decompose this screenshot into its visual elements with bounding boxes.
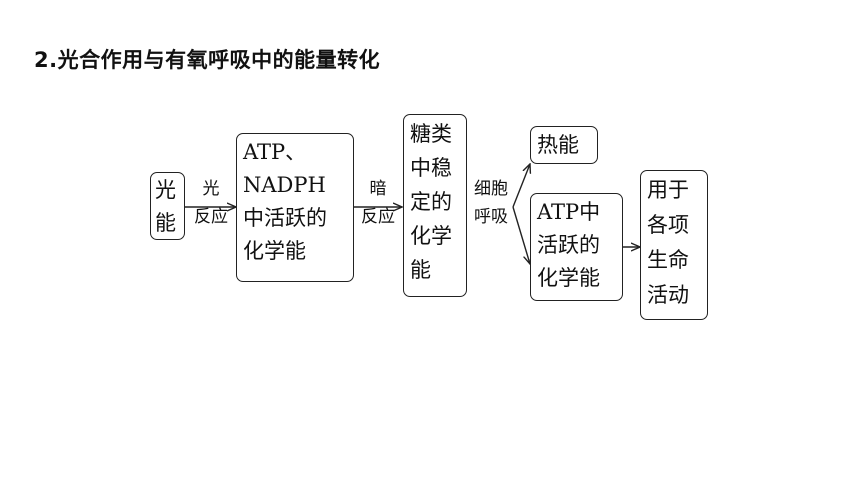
arrow-to-atp (512, 206, 530, 264)
arrow-to-heat (512, 164, 530, 208)
dark-reaction-label: 暗 反应 (361, 179, 395, 227)
atp-active-box: ATP中 活跃的 化学能 (530, 193, 623, 301)
light-reaction-label: 光 反应 (194, 179, 228, 227)
cell-respiration-label: 细胞 呼吸 (474, 179, 508, 227)
life-activities-box: 用于 各项 生命 活动 (640, 170, 708, 320)
atp-nadph-box: ATP、 NADPH 中活跃的 化学能 (236, 133, 354, 282)
heat-box: 热能 (530, 126, 598, 164)
light-energy-box: 光 能 (150, 172, 185, 240)
sugar-box: 糖类 中稳 定的 化学 能 (403, 114, 467, 297)
page-title: 2.光合作用与有氧呼吸中的能量转化 (34, 48, 381, 72)
